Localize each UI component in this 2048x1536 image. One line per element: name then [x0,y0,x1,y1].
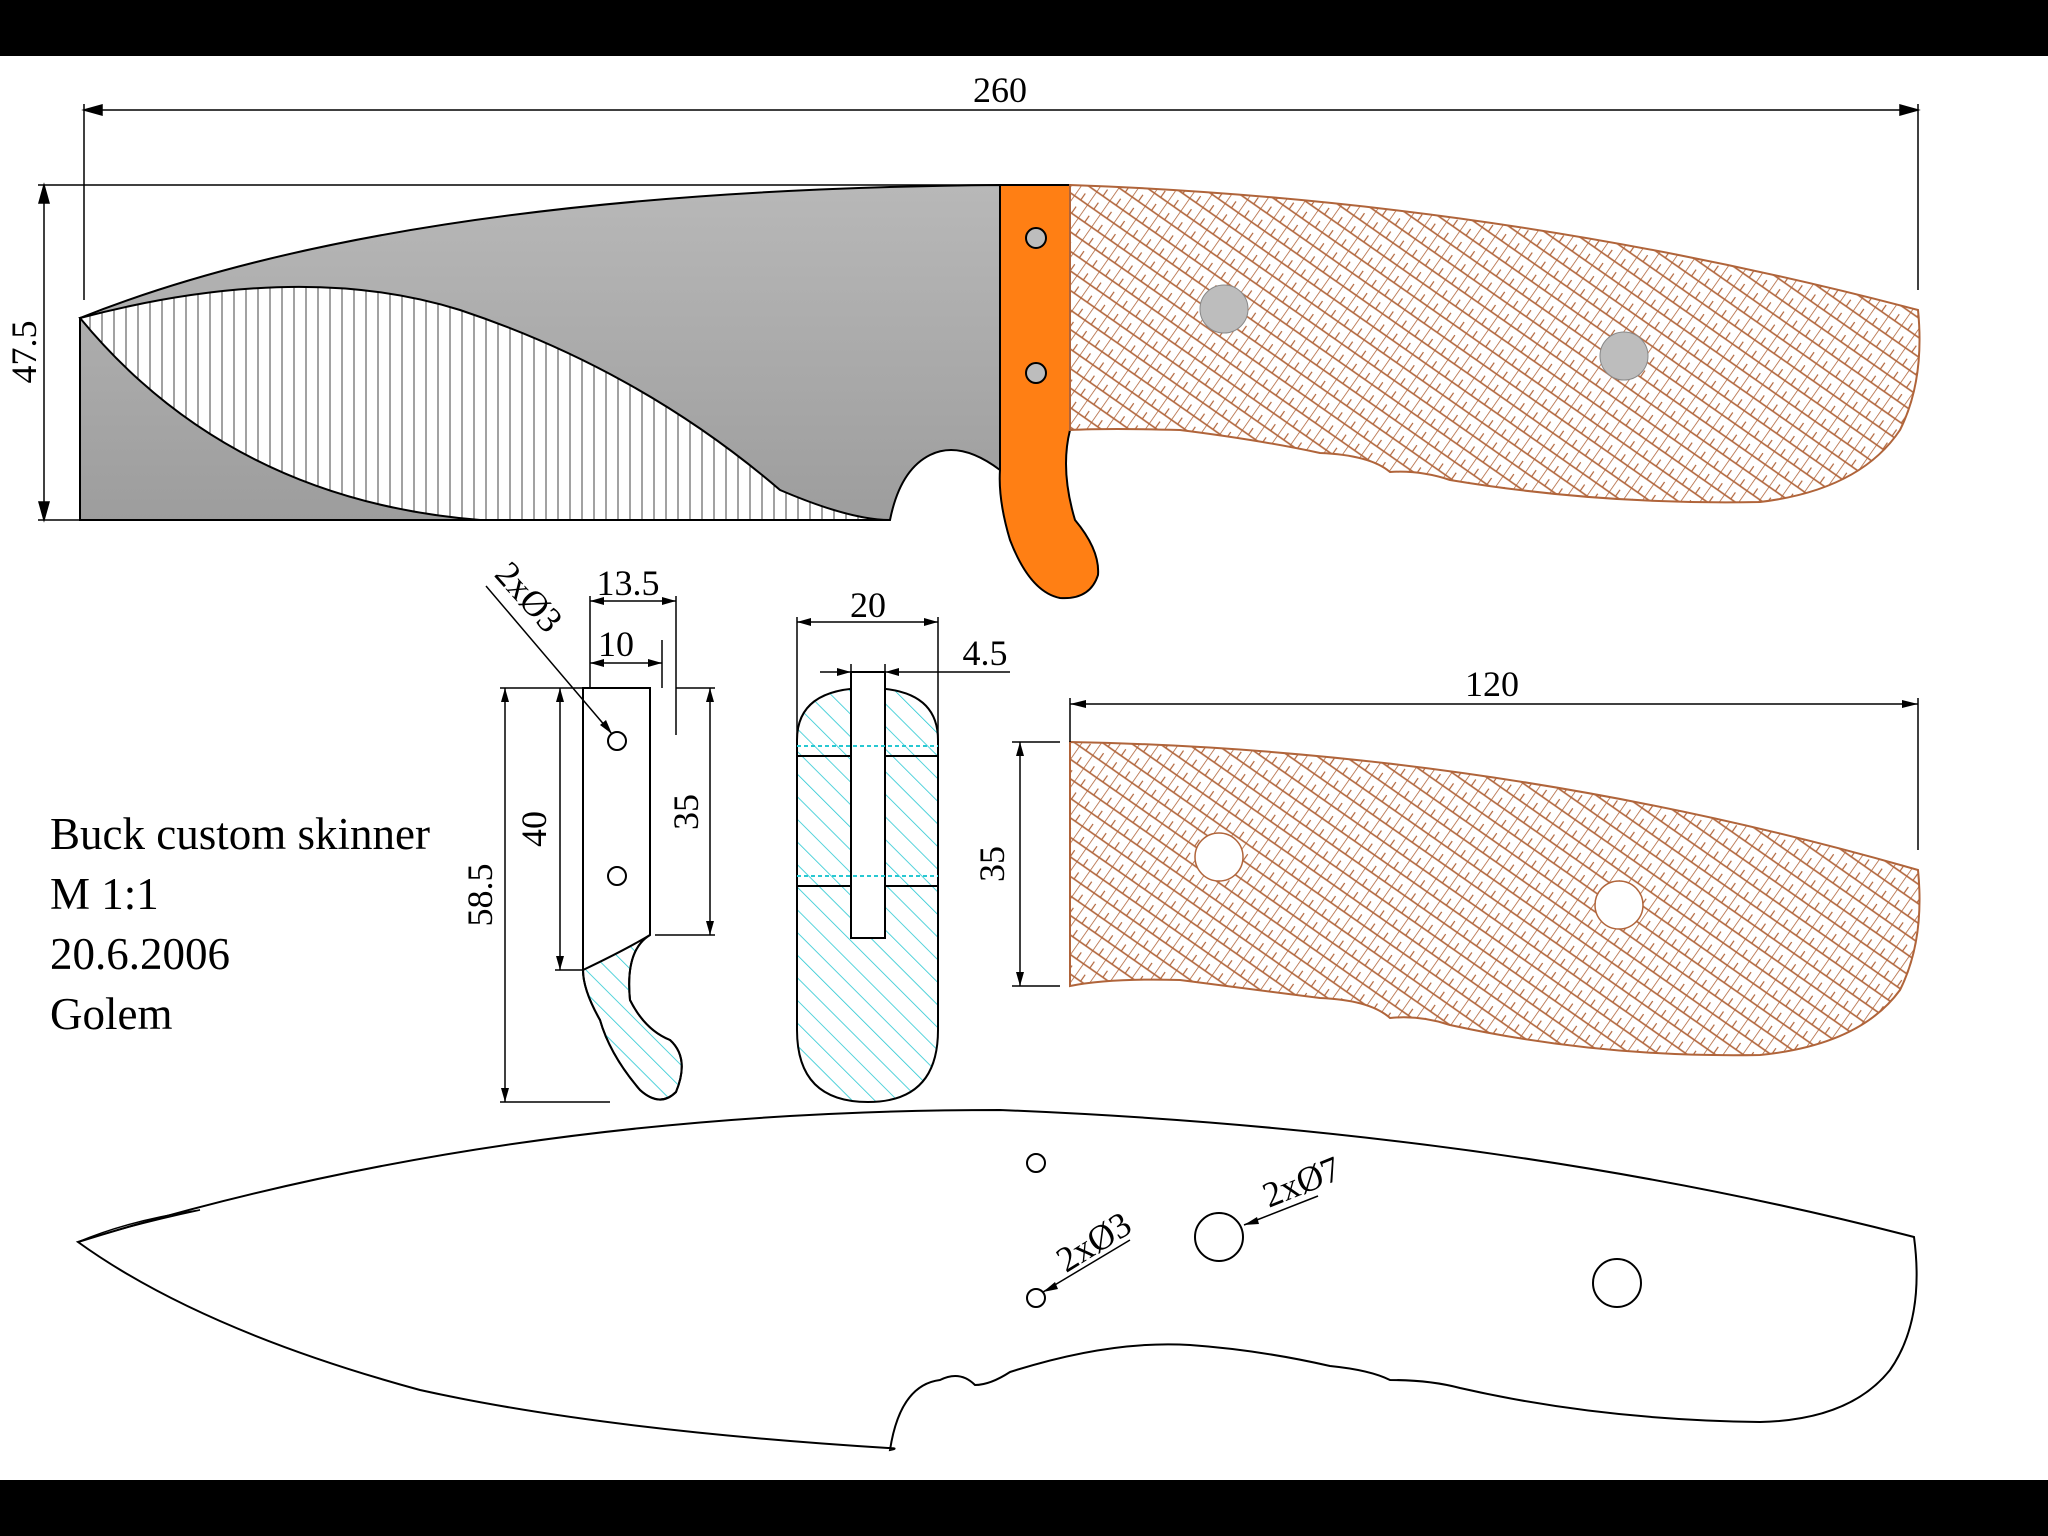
handle-scale-view: 120 35 [972,664,1921,1057]
dim-guard-face-height-label: 35 [666,794,706,830]
guard-pin-bottom [1025,362,1047,384]
technical-drawing: 260 47.5 [4,70,1921,1452]
guard-hole-top [607,731,627,751]
dim-blade-height-label: 47.5 [4,321,44,384]
assembled-knife-view: 260 47.5 [4,70,1921,600]
tang-hole-large-2 [1592,1258,1642,1308]
drawing-date: 20.6.2006 [50,929,230,979]
dim-overall-length [81,104,1921,300]
tang-hole-small-1 [1026,1153,1046,1173]
guard [998,184,1100,600]
handle-pin-1 [1199,284,1249,334]
dim-guard-inner-width-label: 10 [598,624,634,664]
dim-scale-length-label: 120 [1465,664,1519,704]
blade-profile-view: 2xØ3 2xØ7 [75,1108,1918,1452]
guard-end-view: 20 4.5 [796,585,1010,1104]
dim-guard-width-label: 13.5 [597,563,660,603]
dim-guard-slot-width-label: 4.5 [963,633,1008,673]
title-block: Buck custom skinner M 1:1 20.6.2006 Gole… [50,804,430,1044]
dim-guard-height-total-label: 58.5 [460,864,500,927]
tang-hole-small-2 [1026,1288,1046,1308]
handle-scale-dims [1012,698,1919,987]
scale-hole-2 [1594,880,1644,930]
guard-pin-top [1025,227,1047,249]
dim-blade-height [38,182,1000,523]
drawing-author: Golem [50,989,173,1039]
dim-guard-end-width-label: 20 [850,585,886,625]
guard-side-view: 13.5 10 2xØ3 58.5 40 35 [460,554,715,1103]
handle-pin-2 [1599,331,1649,381]
dim-overall-length-label: 260 [973,70,1027,110]
guard-side-section [581,934,683,1101]
drawing-scale: M 1:1 [50,869,159,919]
scale-hole-1 [1194,832,1244,882]
guard-end-slot [850,671,886,939]
guard-end-dims [796,617,1010,740]
blade-profile-outline [75,1108,1918,1452]
dim-guard-hole-span-label: 40 [514,811,554,847]
dim-guard-hole-callout-label: 2xØ3 [487,554,570,640]
tang-hole-large-1 [1194,1212,1244,1262]
drawing-title: Buck custom skinner [50,809,430,859]
drawing-sheet: 260 47.5 [0,56,2048,1480]
blade-profile-edge-line [77,1209,201,1243]
dim-scale-height-label: 35 [972,846,1012,882]
guard-hole-bottom [607,866,627,886]
